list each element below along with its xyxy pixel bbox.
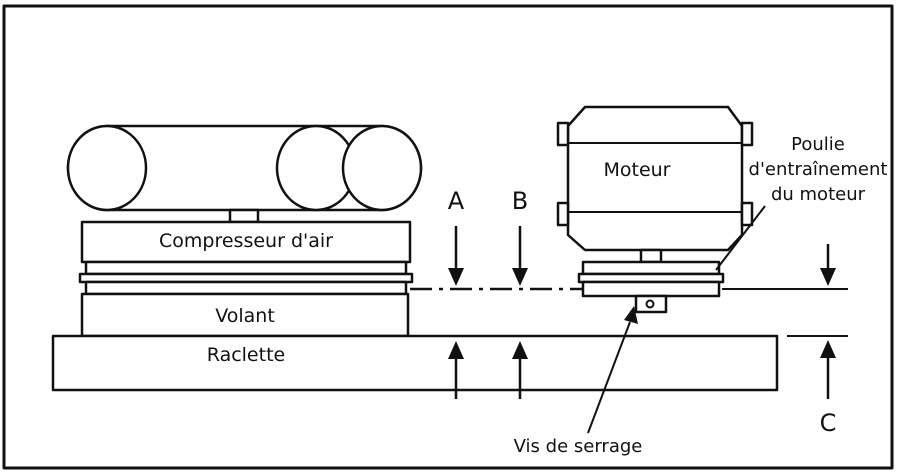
compressor-belt-grooves: [78, 260, 414, 296]
marker-a-label: A: [448, 187, 465, 215]
scraper-label: Raclette: [207, 344, 285, 366]
marker-c-label: C: [820, 409, 837, 437]
pulley-label-line1: Poulie: [791, 134, 845, 155]
arrow-a-up: [448, 341, 464, 399]
motor-drive-pulley: [577, 260, 725, 298]
pulley-leader-line: [715, 205, 766, 271]
arrow-b-up: [512, 341, 528, 399]
pulley-label-line2: d'entraînement: [749, 159, 888, 180]
motor-label: Moteur: [603, 159, 670, 181]
marker-b-label: B: [512, 187, 528, 215]
motor-mount-tabs: [556, 121, 754, 227]
compressor-label: Compresseur d'air: [159, 230, 333, 252]
arrow-b-down: [512, 226, 528, 286]
flywheel-body: [80, 292, 410, 338]
compressor-neck: [228, 208, 260, 224]
clamp-screw-leader: [587, 306, 638, 434]
clamp-screw-label: Vis de serrage: [514, 436, 643, 457]
arrow-a-down: [448, 226, 464, 286]
arrow-c-up: [820, 340, 836, 399]
pulley-label-line3: du moteur: [771, 184, 866, 205]
arrow-right-down: [820, 244, 836, 286]
compressor-cylinders: [66, 124, 423, 212]
clamp-screw-block: [634, 294, 668, 314]
flywheel-label: Volant: [215, 305, 275, 327]
scraper-plate: [51, 334, 779, 392]
motor-shaft: [639, 248, 663, 264]
diagram-frame: [2, 4, 894, 470]
